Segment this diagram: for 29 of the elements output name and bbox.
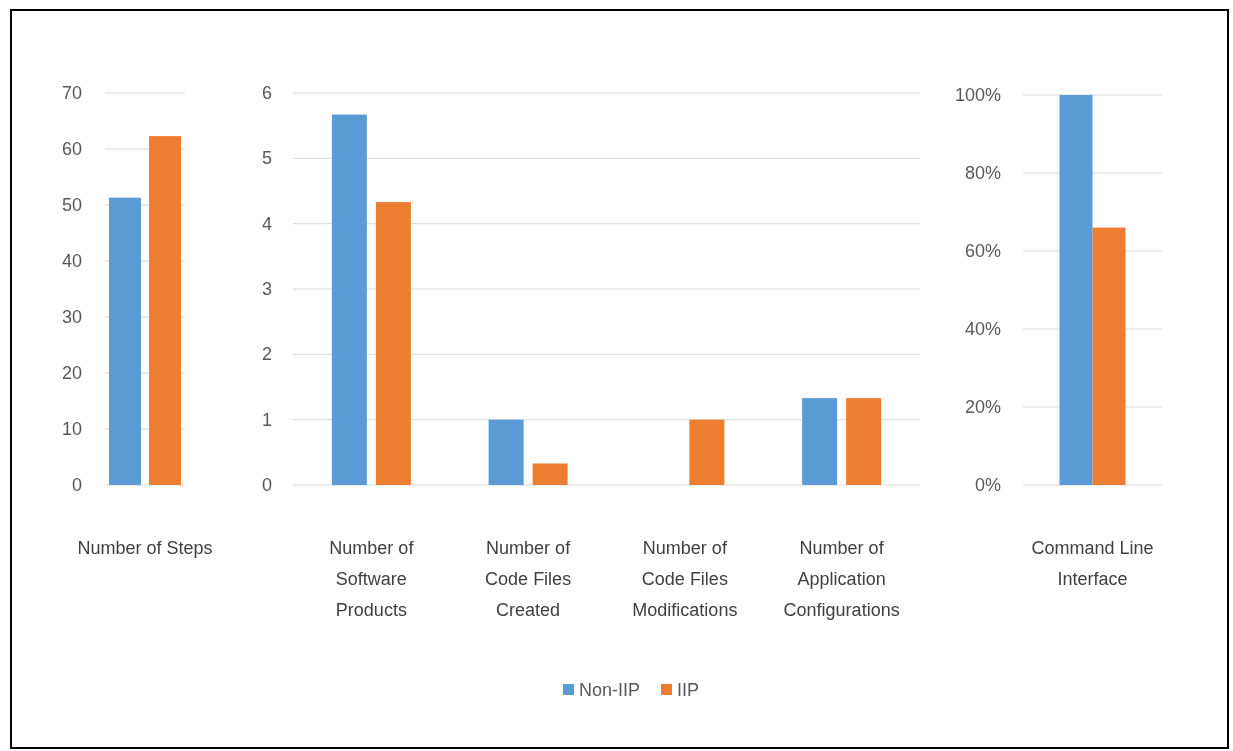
category-label: Number of Code Files Modifications bbox=[631, 537, 739, 622]
axis-tick-label: 10 bbox=[61, 419, 82, 439]
axis-tick-label: 40 bbox=[61, 251, 82, 271]
legend-label: Non-IIP bbox=[579, 679, 641, 701]
axis-tick-label: 50 bbox=[61, 195, 82, 215]
axis-tick-label: 6 bbox=[262, 83, 272, 103]
axis-tick-label: 60% bbox=[964, 241, 1001, 261]
axis-tick-label: 20% bbox=[964, 397, 1001, 417]
axis-tick-label: 20 bbox=[61, 363, 82, 383]
category-label: Number of Steps bbox=[76, 537, 214, 560]
axis-tick-label: 1 bbox=[262, 409, 272, 430]
axis-tick-label: 5 bbox=[262, 148, 272, 169]
axis-tick-label: 0 bbox=[72, 475, 82, 495]
axis-tick-label: 30 bbox=[61, 307, 82, 327]
axis-tick-label: 40% bbox=[964, 319, 1001, 339]
axis-tick-label: 4 bbox=[262, 213, 272, 234]
axis-tick-label: 2 bbox=[262, 344, 272, 365]
category-label: Command Line Interface bbox=[1030, 537, 1155, 591]
axis-tick-label: 70 bbox=[61, 83, 82, 103]
axis-tick-label: 3 bbox=[262, 279, 272, 299]
category-label: Number of Code Files Created bbox=[484, 537, 573, 622]
category-label: Number of Software Products bbox=[328, 537, 415, 622]
axis-tick-label: 0% bbox=[975, 475, 1001, 495]
axis-tick-label: 80% bbox=[964, 163, 1001, 183]
axis-tick-label: 100% bbox=[954, 85, 1001, 105]
axis-tick-label: 60 bbox=[61, 139, 82, 159]
category-label: Number of Application Configurations bbox=[782, 537, 901, 622]
legend-label: IIP bbox=[677, 679, 700, 701]
axis-tick-label: 0 bbox=[262, 475, 272, 495]
